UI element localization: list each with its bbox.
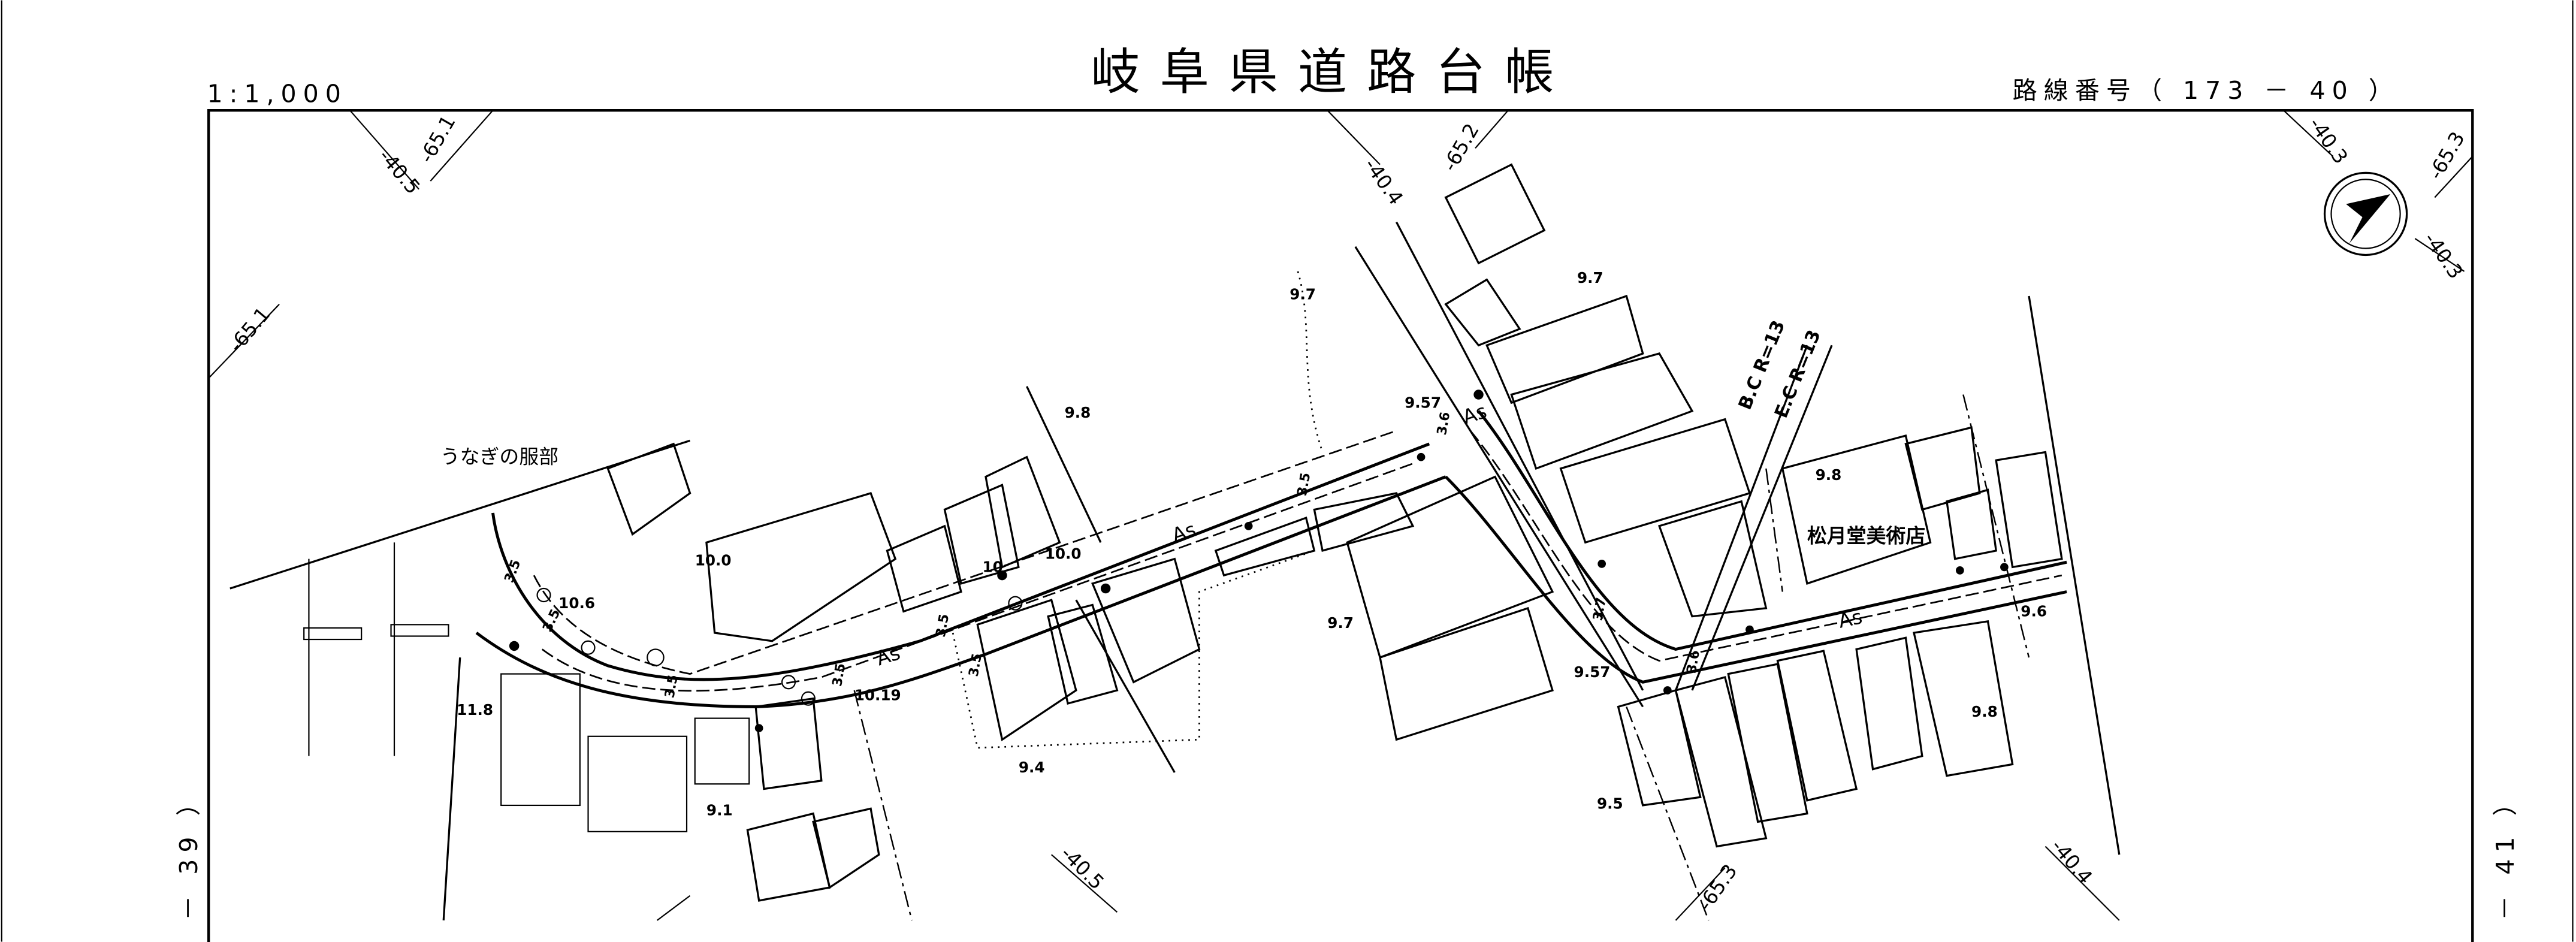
- map-frame: [207, 109, 2474, 942]
- map-title: 岐阜県道路台帳: [1091, 44, 1574, 101]
- elevation-points: 9.7 9.7 9.8 9.57 10.0 10.0 10.6 10 10.19…: [457, 269, 2047, 819]
- grid-label: -40.4: [1360, 154, 1408, 209]
- road-width-labels: 3.5 3.5 3.5 3.5 3.5 3.5 3.5 3.6 3.7 3.6: [502, 411, 1704, 699]
- svg-text:9.57: 9.57: [1574, 663, 1611, 681]
- svg-text:9.7: 9.7: [1327, 614, 1354, 632]
- svg-text:3.5: 3.5: [830, 662, 848, 688]
- svg-text:9.1: 9.1: [706, 801, 733, 819]
- fence-marks: [303, 542, 449, 756]
- utility-poles: [509, 390, 2009, 732]
- grid-label: -65.1: [224, 303, 275, 357]
- svg-text:3.7: 3.7: [1590, 596, 1609, 622]
- svg-text:10.6: 10.6: [558, 594, 595, 612]
- svg-text:3.5: 3.5: [1295, 472, 1313, 497]
- svg-text:9.8: 9.8: [1065, 404, 1091, 421]
- svg-text:10.0: 10.0: [695, 552, 732, 569]
- svg-text:9.8: 9.8: [1816, 466, 1842, 484]
- grid-label: -40.3: [2305, 113, 2353, 168]
- pavement-label: As: [1836, 605, 1864, 632]
- svg-text:3.5: 3.5: [662, 674, 681, 699]
- pavement-label: As: [1460, 399, 1490, 428]
- grid-label: -65.3: [1693, 860, 1742, 915]
- scale-label: 1:1,000: [207, 79, 347, 108]
- route-number: 路線番号（ 173 － 40 ）: [2013, 76, 2400, 105]
- svg-text:3.5: 3.5: [540, 607, 563, 635]
- grid-lines: [208, 110, 2474, 921]
- buildings: [500, 163, 2063, 902]
- sheet-ref-right: － 41 ）: [2491, 784, 2520, 920]
- svg-text:10.0: 10.0: [1045, 545, 1082, 563]
- place-name-unagi: うなぎの服部: [440, 445, 558, 469]
- svg-text:9.57: 9.57: [1405, 394, 1441, 411]
- grid-label: -65.1: [414, 111, 460, 167]
- svg-text:3.5: 3.5: [967, 653, 985, 678]
- place-name-shogetsudo: 松月堂美術店: [1807, 524, 1925, 547]
- grid-label: -40.5: [1056, 841, 1109, 894]
- svg-text:3.6: 3.6: [1435, 411, 1453, 437]
- pavement-label: As: [873, 641, 903, 670]
- svg-text:9.6: 9.6: [2021, 603, 2047, 620]
- svg-text:11.8: 11.8: [457, 701, 493, 718]
- sheet-ref-left: － 39 ）: [174, 784, 203, 920]
- svg-text:3.5: 3.5: [934, 613, 952, 639]
- grid-label: -40.3: [2419, 228, 2468, 283]
- grid-label: -40.4: [2047, 835, 2098, 889]
- svg-text:9.8: 9.8: [1971, 703, 1998, 720]
- svg-text:10.19: 10.19: [854, 686, 901, 704]
- svg-text:9.7: 9.7: [1289, 285, 1316, 303]
- north-arrow-icon: [2323, 171, 2408, 256]
- svg-text:9.5: 9.5: [1597, 795, 1623, 812]
- svg-text:9.4: 9.4: [1019, 759, 1045, 776]
- svg-text:9.7: 9.7: [1577, 269, 1603, 286]
- grid-label: -65.3: [2424, 128, 2469, 183]
